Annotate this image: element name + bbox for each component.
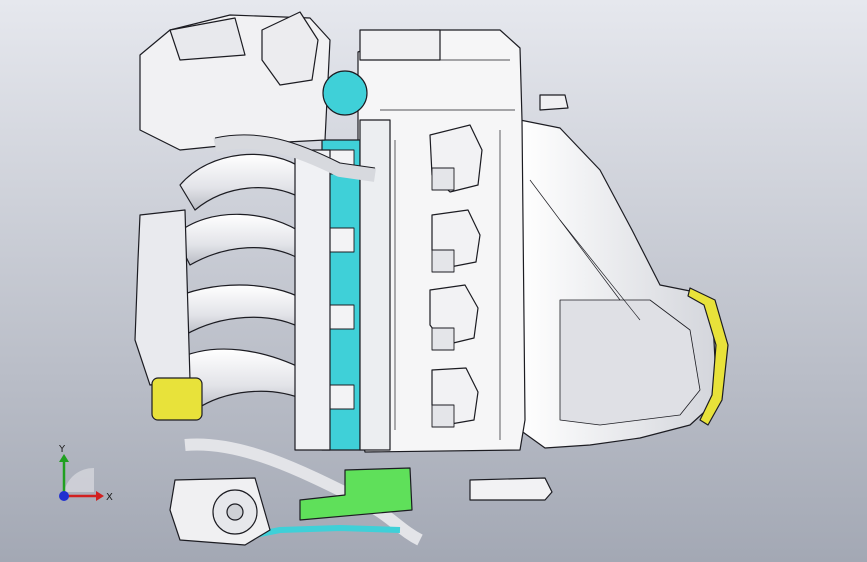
engine-model[interactable] bbox=[134, 11, 729, 546]
triad-y-label: Y bbox=[58, 444, 66, 455]
manifold-rail bbox=[294, 149, 331, 451]
triad-z-dot bbox=[59, 491, 69, 501]
manifold-plenum bbox=[134, 209, 191, 386]
triad-x-arrow bbox=[96, 491, 104, 501]
lower-hose bbox=[184, 438, 423, 546]
side-nipple bbox=[539, 94, 569, 111]
yellow-flange bbox=[687, 287, 729, 426]
mount-bracket bbox=[261, 11, 319, 86]
outlet-pipe bbox=[469, 477, 553, 501]
yellow-canister bbox=[151, 377, 203, 421]
throttle-dome bbox=[322, 70, 368, 116]
orientation-triad: X Y bbox=[58, 444, 113, 503]
upper-hose bbox=[213, 134, 376, 182]
coil-connectors bbox=[431, 167, 455, 428]
upper-hose-edge bbox=[214, 134, 376, 169]
green-bracket bbox=[299, 467, 413, 521]
detail-lines bbox=[380, 59, 641, 440]
triad-x-label: X bbox=[106, 492, 113, 503]
intake-runners bbox=[169, 153, 306, 411]
transmission-shade bbox=[559, 299, 701, 426]
triad-arc bbox=[64, 467, 94, 492]
alternator bbox=[169, 17, 246, 61]
pump-pulley-hub bbox=[226, 503, 244, 521]
cam-cover-top bbox=[359, 29, 441, 61]
triad-y-arrow bbox=[59, 454, 69, 462]
